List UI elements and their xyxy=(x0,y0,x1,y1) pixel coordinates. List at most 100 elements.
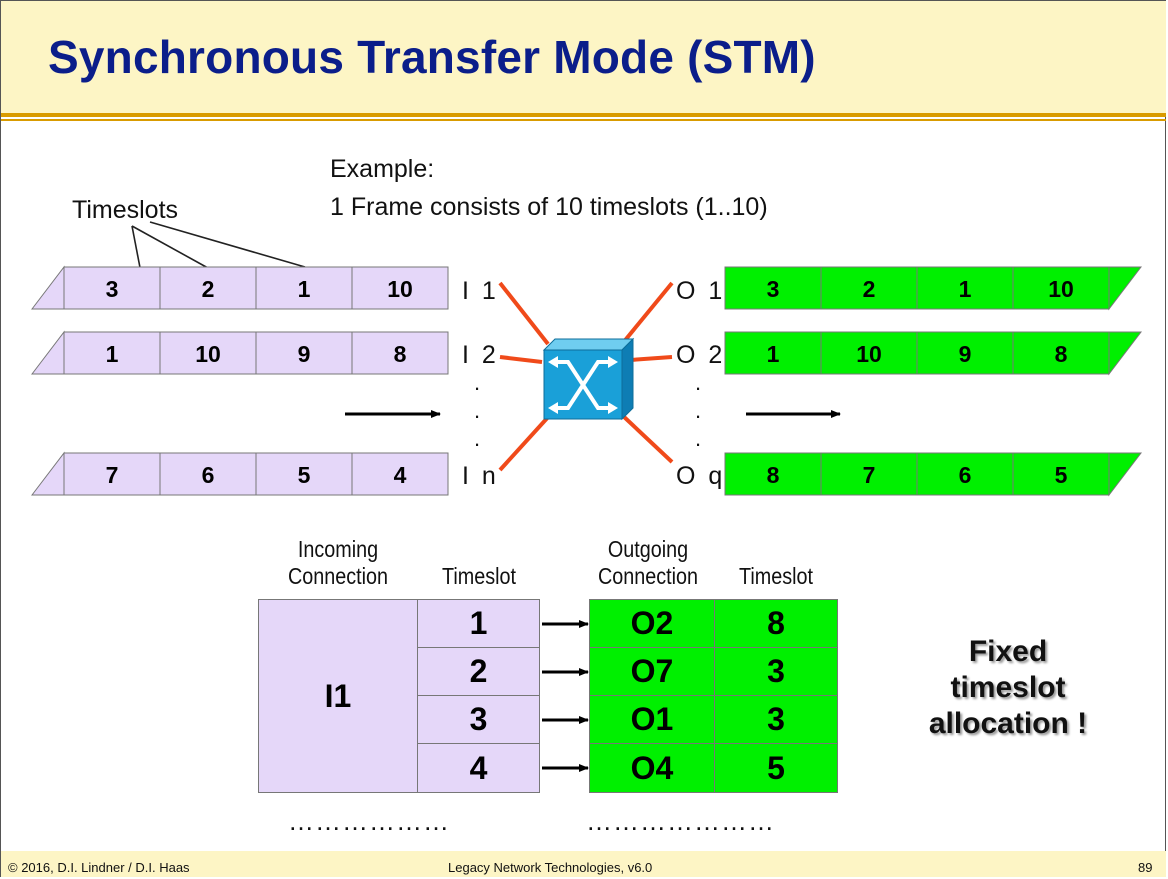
incoming-timeslot-cell: 2 xyxy=(417,647,540,696)
table-arrows-group xyxy=(542,620,589,772)
outgoing-timeslot xyxy=(1012,331,1110,375)
outgoing-timeslot-cell: 8 xyxy=(714,599,838,648)
incoming-timeslot-number: 2 xyxy=(202,276,215,302)
switch-icon xyxy=(542,337,635,421)
switch-link xyxy=(499,355,543,364)
port-dots-left: . xyxy=(474,398,481,423)
incoming-timeslot-number: 10 xyxy=(195,341,221,367)
outgoing-timeslot-number: 1 xyxy=(959,276,972,302)
port-dots-right: . xyxy=(695,370,702,395)
outgoing-timeslot-number: 1 xyxy=(767,341,780,367)
switch-link xyxy=(629,355,673,362)
incoming-timeslot-number: 9 xyxy=(298,341,311,367)
switch-links-group xyxy=(498,281,674,472)
incoming-timeslot xyxy=(351,452,449,496)
header-incoming-timeslot: Timeslot xyxy=(441,563,517,589)
switch-top-face xyxy=(542,338,635,351)
outgoing-timeslot-number: 8 xyxy=(767,462,780,488)
outgoing-timeslot-number: 5 xyxy=(1055,462,1068,488)
incoming-timeslot xyxy=(351,266,449,310)
example-heading: Example: xyxy=(330,155,435,183)
incoming-timeslot-number: 10 xyxy=(387,276,413,302)
incoming-timeslot xyxy=(159,266,257,310)
header-outgoing-timeslot: Timeslot xyxy=(738,563,814,589)
incoming-timeslot-cell: 4 xyxy=(417,743,540,793)
footer-copyright: © 2016, D.I. Lindner / D.I. Haas xyxy=(8,860,190,875)
outgoing-timeslot xyxy=(916,266,1014,310)
switch-link xyxy=(498,281,550,346)
incoming-timeslot xyxy=(351,331,449,375)
title-rule xyxy=(1,113,1166,117)
incoming-timeslot-number: 7 xyxy=(106,462,119,488)
port-label-i2: I 2 xyxy=(462,341,499,369)
outgoing-timeslot-number: 9 xyxy=(959,341,972,367)
incoming-timeslot-number: 1 xyxy=(298,276,311,302)
switch-arrowhead xyxy=(548,356,558,368)
switch-arrowhead xyxy=(548,402,558,414)
switch-link xyxy=(620,413,674,464)
port-label-i1: I 1 xyxy=(462,277,499,305)
incoming-timeslot xyxy=(255,452,353,496)
incoming-frame-tail xyxy=(30,265,65,310)
incoming-frame-tail xyxy=(30,330,65,375)
outgoing-timeslot xyxy=(724,266,822,310)
outgoing-connection-cell: O4 xyxy=(589,743,715,793)
incoming-timeslot xyxy=(63,452,161,496)
outgoing-connection-cell: O2 xyxy=(589,599,715,648)
outgoing-timeslot-number: 7 xyxy=(863,462,876,488)
switch-link xyxy=(498,413,552,472)
outgoing-timeslot-number: 8 xyxy=(1055,341,1068,367)
outgoing-frame-tail xyxy=(1108,331,1143,376)
incoming-timeslot xyxy=(63,331,161,375)
outgoing-timeslot-number: 2 xyxy=(863,276,876,302)
outgoing-connection-cell: O7 xyxy=(589,647,715,696)
incoming-timeslot xyxy=(63,266,161,310)
incoming-timeslot xyxy=(159,452,257,496)
outgoing-timeslot-number: 6 xyxy=(959,462,972,488)
incoming-timeslot-number: 6 xyxy=(202,462,215,488)
incoming-connection-cell: I1 xyxy=(258,599,418,793)
footer-page-number: 89 xyxy=(1138,860,1153,875)
outgoing-frame-tail xyxy=(1108,452,1143,497)
incoming-timeslot-number: 1 xyxy=(106,341,119,367)
title-bar xyxy=(1,1,1166,113)
outgoing-timeslot xyxy=(820,331,918,375)
table-continuation-left: ……………… xyxy=(288,806,450,836)
incoming-frame-tail xyxy=(30,451,65,496)
outgoing-timeslot-cell: 5 xyxy=(714,743,838,793)
port-dots-right: . xyxy=(695,426,702,451)
outgoing-timeslot-number: 3 xyxy=(767,276,780,302)
outgoing-connection-cell: O1 xyxy=(589,695,715,744)
switch-arrowhead xyxy=(608,402,618,414)
footer-bar xyxy=(1,851,1166,877)
example-text: 1 Frame consists of 10 timeslots (1..10) xyxy=(330,193,768,221)
incoming-timeslot-number: 3 xyxy=(106,276,119,302)
incoming-timeslot xyxy=(159,331,257,375)
outgoing-timeslot xyxy=(1012,452,1110,496)
port-dots-right: . xyxy=(695,398,702,423)
outgoing-timeslot-number: 10 xyxy=(1048,276,1074,302)
outgoing-timeslot-number: 10 xyxy=(856,341,882,367)
outgoing-timeslot xyxy=(820,452,918,496)
switch-arrowhead xyxy=(608,356,618,368)
page-title: Synchronous Transfer Mode (STM) xyxy=(48,31,816,83)
incoming-timeslot-number: 8 xyxy=(394,341,407,367)
header-incoming-connection: Incoming Connection xyxy=(287,536,389,589)
timeslots-label: Timeslots xyxy=(72,196,179,224)
incoming-timeslot-number: 4 xyxy=(394,462,407,488)
outgoing-timeslot xyxy=(820,266,918,310)
outgoing-frame-tail xyxy=(1108,266,1143,311)
footer-course: Legacy Network Technologies, v6.0 xyxy=(448,860,653,875)
port-label-o1: O 1 xyxy=(676,277,726,305)
outgoing-timeslot xyxy=(916,452,1014,496)
port-dots-left: . xyxy=(474,426,481,451)
table-continuation-right: ………………… xyxy=(586,806,775,836)
outgoing-timeslot-cell: 3 xyxy=(714,695,838,744)
port-label-in: I n xyxy=(462,462,499,490)
header-outgoing-connection: Outgoing Connection xyxy=(597,536,699,589)
port-label-o2: O 2 xyxy=(676,341,726,369)
port-label-oq: O q xyxy=(676,462,726,490)
switch-link xyxy=(620,281,674,346)
